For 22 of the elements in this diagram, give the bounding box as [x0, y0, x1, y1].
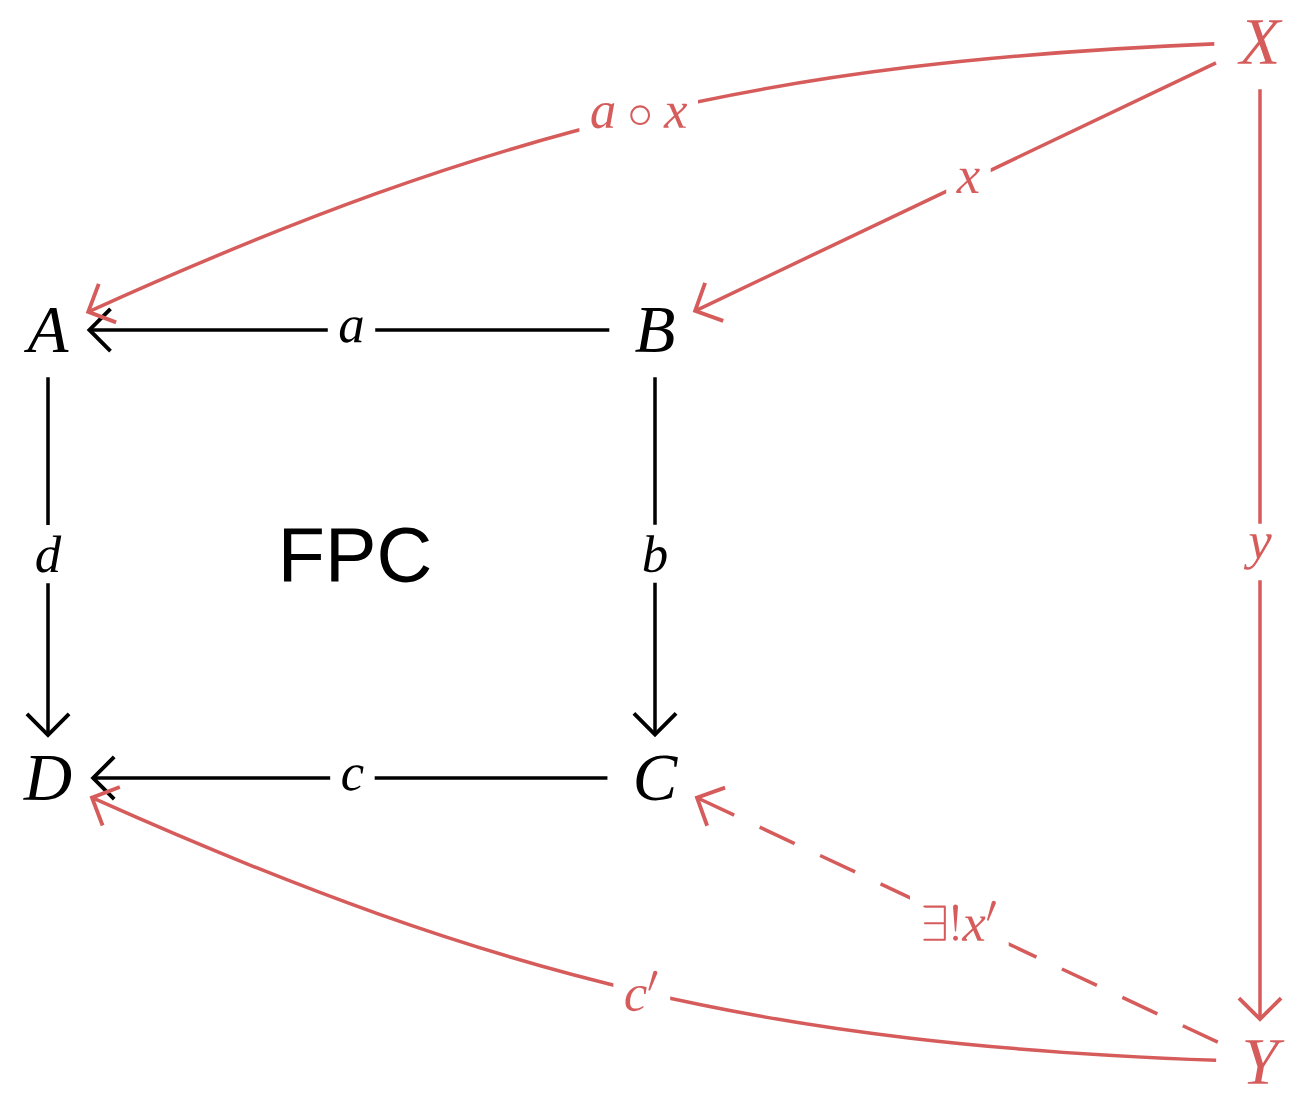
edge-label: $x$	[946, 158, 991, 204]
edge-label: $a$	[327, 306, 376, 354]
object-label: $Y$	[1245, 1040, 1285, 1084]
edge-label: $y$	[1237, 523, 1283, 581]
arrow	[89, 785, 1217, 1063]
diagram-label: FPC	[284, 527, 430, 583]
object-label: $B$	[635, 308, 674, 352]
arrow	[90, 755, 608, 801]
edge-label: $b$	[631, 524, 679, 583]
edge-label: $a\circ x$	[579, 92, 698, 139]
edge-label: $c$	[330, 754, 375, 802]
arrow	[692, 61, 1217, 323]
object-label: $X$	[1237, 20, 1283, 64]
object-label: $C$	[636, 755, 678, 801]
edge-label: $c'$	[613, 960, 671, 1022]
arrow	[85, 42, 1215, 325]
object-label: $A$	[23, 308, 69, 353]
object-label: $D$	[23, 756, 72, 800]
arrow	[1237, 89, 1283, 1022]
arrow	[86, 307, 610, 353]
edge-label: $\exists! x'$	[910, 890, 1009, 952]
edge-label: $d$	[24, 524, 72, 584]
